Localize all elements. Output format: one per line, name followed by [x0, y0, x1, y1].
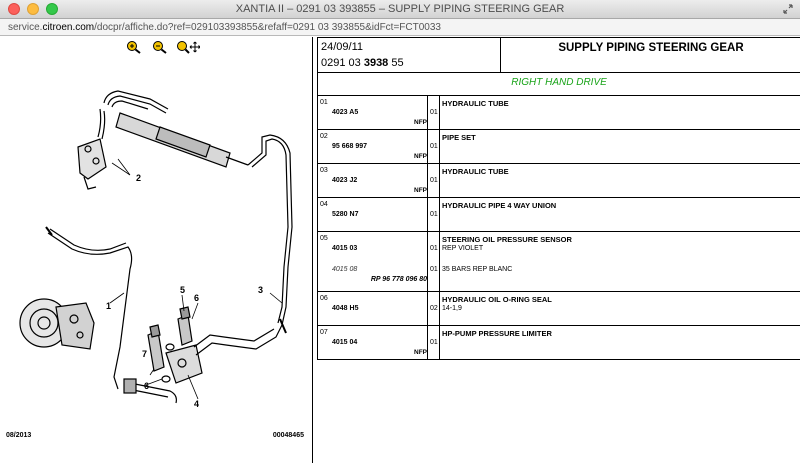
diagram-date: 08/2013 [6, 432, 32, 439]
part-index: 04 [320, 201, 328, 208]
callout-6a: 6 [194, 293, 199, 303]
part-desc: PIPE SET [442, 133, 476, 142]
part-number[interactable]: 4023 J2 [332, 177, 358, 184]
window-title: XANTIA II – 0291 03 393855 – SUPPLY PIPI… [235, 3, 565, 15]
part-qty: 01 [430, 245, 438, 252]
callout-4: 4 [194, 399, 199, 409]
close-window-button[interactable] [8, 3, 20, 15]
callout-5: 5 [180, 285, 185, 295]
callout-6b: 6 [144, 381, 149, 391]
part-number[interactable]: 95 668 997 [332, 143, 368, 150]
part-info: 14-1,9 [442, 305, 462, 312]
part-number[interactable]: 4023 A5 [332, 109, 359, 116]
part-number[interactable]: 4015 03 [332, 245, 358, 252]
alt-part-number[interactable]: 4015 08 [332, 266, 358, 273]
part-number[interactable]: 4048 H5 [332, 305, 359, 312]
part-row-05[interactable]: 05 4015 03 01 STEERING OIL PRESSURE SENS… [317, 232, 800, 292]
nfp-flag: NFP [414, 153, 427, 160]
part-qty: 01 [430, 339, 438, 346]
part-qty: 01 [430, 211, 438, 218]
part-index: 03 [320, 167, 328, 174]
page-title: SUPPLY PIPING STEERING GEAR [558, 42, 744, 54]
callout-3: 3 [258, 285, 263, 295]
part-index: 02 [320, 133, 328, 140]
header-date: 24/09/11 [321, 41, 364, 53]
nfp-flag: NFP [414, 349, 427, 356]
drive-label: RIGHT HAND DRIVE [511, 77, 607, 88]
part-row-07[interactable]: 07 4015 04 NFP 01 HP-PUMP PRESSURE LIMIT… [317, 326, 800, 360]
callout-7: 7 [142, 349, 147, 359]
part-info: REP VIOLET [442, 245, 484, 252]
part-index: 05 [320, 235, 328, 242]
window-titlebar: XANTIA II – 0291 03 393855 – SUPPLY PIPI… [0, 0, 800, 19]
url-text[interactable]: service.citroen.com/docpr/affiche.do?ref… [8, 22, 441, 33]
part-qty: 01 [430, 177, 438, 184]
part-row-02[interactable]: 02 95 668 997 NFP 01 PIPE SET [317, 130, 800, 164]
zoom-in-icon[interactable] [126, 40, 142, 54]
fullscreen-icon[interactable] [783, 4, 793, 14]
diagram-ref: 00048465 [272, 432, 304, 439]
drive-row: RIGHT HAND DRIVE [317, 73, 800, 96]
maximize-window-button[interactable] [46, 3, 58, 15]
part-index: 07 [320, 329, 328, 336]
callout-1: 1 [106, 301, 111, 311]
address-bar[interactable]: service.citroen.com/docpr/affiche.do?ref… [0, 19, 800, 36]
header-ref: 0291 03 3938 55 [321, 57, 404, 69]
alt-part-info: 35 BARS REP BLANC [442, 266, 513, 273]
part-desc: HYDRAULIC TUBE [442, 99, 509, 108]
parts-list: 01 4023 A5 NFP 01 HYDRAULIC TUBE 02 95 6… [317, 96, 800, 360]
zoom-out-icon[interactable] [152, 40, 168, 54]
minimize-window-button[interactable] [27, 3, 39, 15]
callout-2: 2 [136, 173, 141, 183]
part-index: 01 [320, 99, 328, 106]
nfp-flag: NFP [414, 119, 427, 126]
part-qty: 01 [430, 143, 438, 150]
parts-header: 24/09/11 0291 03 3938 55 SUPPLY PIPING S… [317, 37, 800, 73]
part-row-03[interactable]: 03 4023 J2 NFP 01 HYDRAULIC TUBE [317, 164, 800, 198]
part-number[interactable]: 5280 N7 [332, 211, 359, 218]
part-row-06[interactable]: 06 4048 H5 02 HYDRAULIC OIL O-RING SEAL … [317, 292, 800, 326]
exploded-parts-diagram: 1 2 3 4 5 6 6 7 [19, 90, 293, 409]
part-row-01[interactable]: 01 4023 A5 NFP 01 HYDRAULIC TUBE [317, 96, 800, 130]
zoom-pan-icon[interactable] [176, 40, 200, 54]
part-desc: HYDRAULIC PIPE 4 WAY UNION [442, 201, 557, 210]
part-qty: 01 [430, 109, 438, 116]
part-qty: 02 [430, 305, 438, 312]
alt-part-qty: 01 [430, 266, 438, 273]
part-index: 06 [320, 295, 328, 302]
part-desc: STEERING OIL PRESSURE SENSOR [442, 235, 572, 244]
nfp-flag: NFP [414, 187, 427, 194]
part-desc: HP-PUMP PRESSURE LIMITER [442, 329, 552, 338]
alt-part-rp[interactable]: RP 96 778 096 80 [370, 276, 427, 283]
part-row-04[interactable]: 04 5280 N7 01 HYDRAULIC PIPE 4 WAY UNION [317, 198, 800, 232]
parts-pane: 24/09/11 0291 03 3938 55 SUPPLY PIPING S… [317, 37, 800, 463]
diagram-pane: 1 2 3 4 5 6 6 7 08/2013 00048465 [0, 37, 313, 463]
part-desc: HYDRAULIC TUBE [442, 167, 509, 176]
part-desc: HYDRAULIC OIL O-RING SEAL [442, 295, 552, 304]
part-number[interactable]: 4015 04 [332, 339, 358, 346]
header-info: 24/09/11 0291 03 3938 55 [318, 38, 501, 72]
